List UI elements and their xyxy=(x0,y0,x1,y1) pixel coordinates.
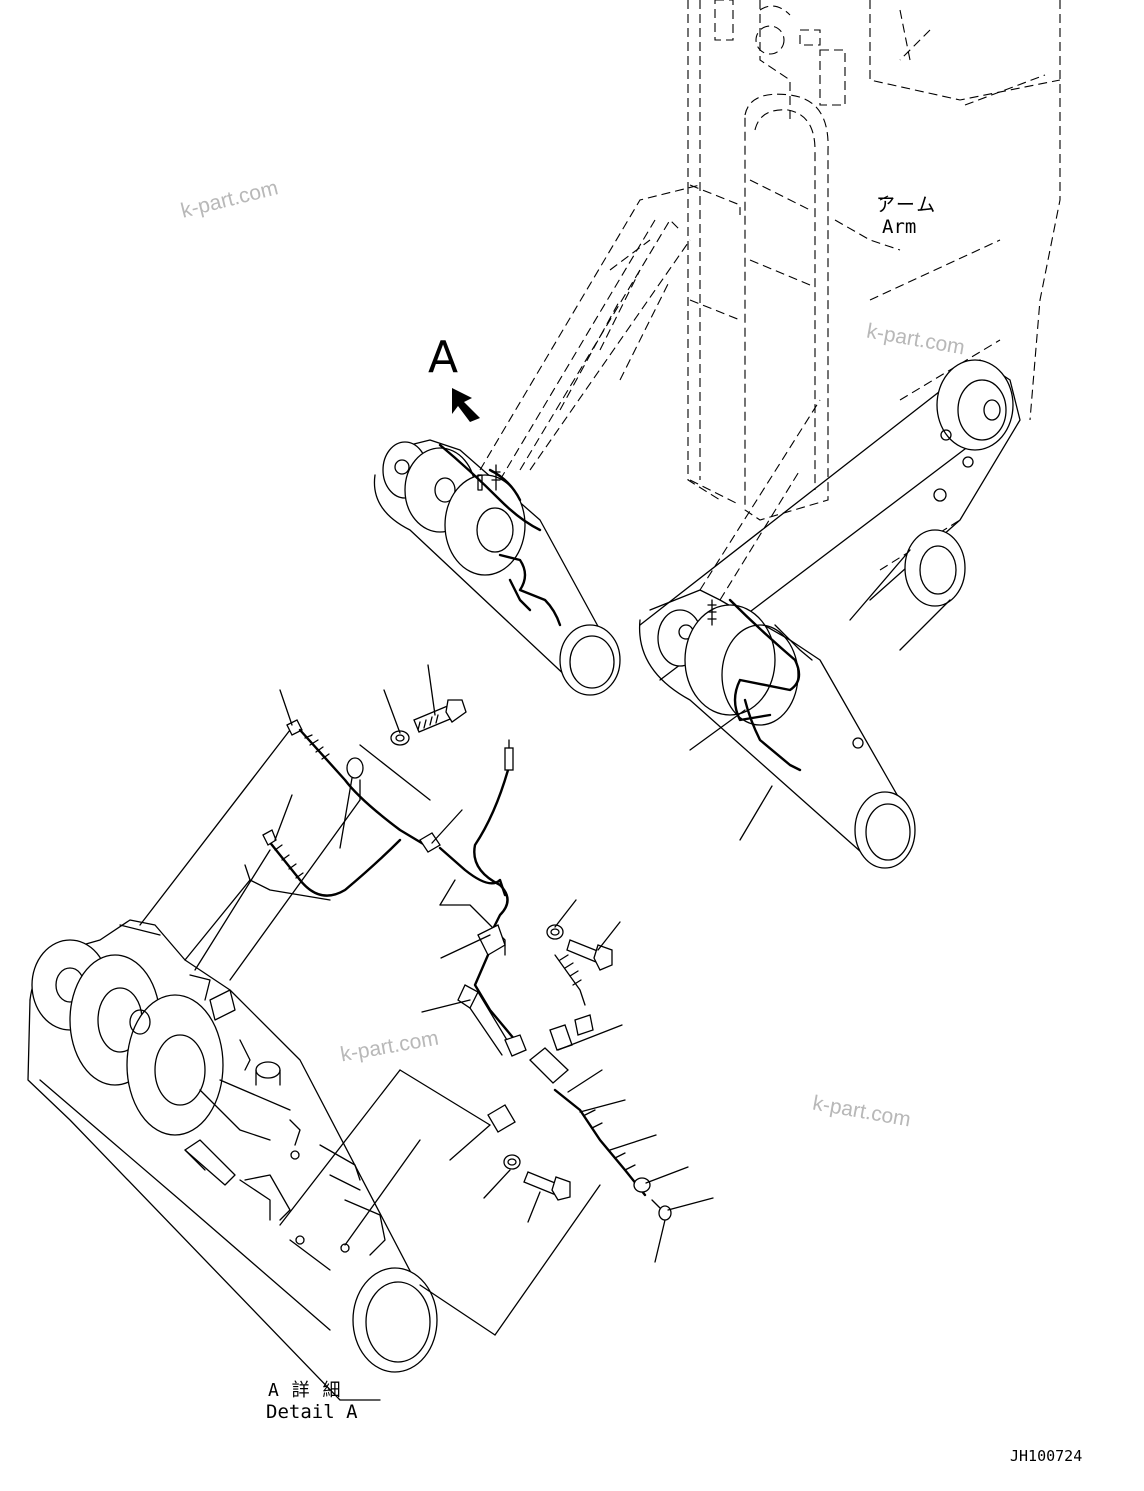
detail-a-assembly xyxy=(27,729,601,1401)
view-a-arrow xyxy=(452,388,480,422)
leader-lines xyxy=(274,664,773,1263)
detail-label-en: Detail A xyxy=(266,1401,358,1423)
detail-label-jp: A 詳 細 xyxy=(268,1380,342,1401)
view-a-label: A xyxy=(428,332,459,383)
arm-label-en: Arm xyxy=(882,216,917,238)
left-cylinder-view-a xyxy=(373,439,621,696)
right-cylinder xyxy=(638,589,916,869)
detail-a-bolts xyxy=(390,699,613,1201)
drawing-number: JH100724 xyxy=(1010,1447,1083,1465)
detail-a-grease-lines xyxy=(262,719,672,1221)
arm-label-jp: アーム xyxy=(876,194,938,216)
right-link xyxy=(639,359,1021,681)
arm-outline xyxy=(479,0,1061,601)
